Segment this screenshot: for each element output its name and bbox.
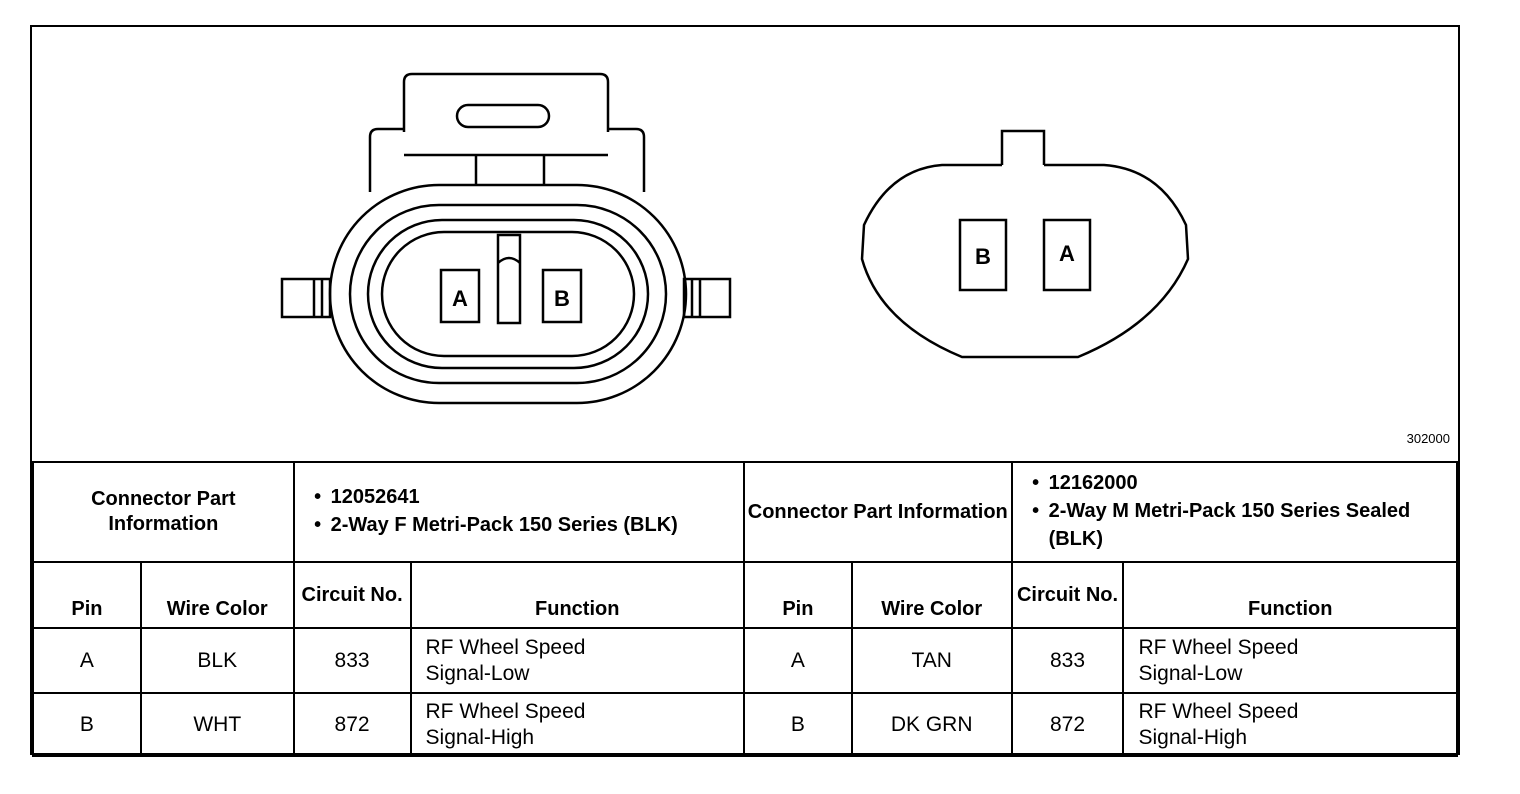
female-connector-drawing [280,72,732,405]
pinout-table: Connector Part Information •12052641 •2-… [32,461,1459,757]
polarity-key [496,233,522,325]
table-row: B WHT 872 RF Wheel Speed Signal-High B D… [32,692,1458,757]
connector-part-info-label: Connector Part Information [742,461,1013,563]
pin-label: B [975,244,991,269]
col-header-pin: Pin [32,561,142,629]
latch-top [402,72,610,132]
pin-cavity [380,230,636,358]
pin-box [541,268,583,324]
function-line: RF Wheel Speed [1138,699,1299,723]
part-description: 2-Way M Metri-Pack 150 Series Sealed (BL… [1048,500,1411,550]
col-header-wire-color: Wire Color [850,561,1013,629]
col-header-function: Function [409,561,745,629]
function-cell: RF Wheel Speed Signal-High [409,692,745,757]
pin-label: A [452,286,468,311]
column-header-row: Pin Wire Color Circuit No. Function Pin … [32,561,1458,629]
circuit-cell: 833 [1010,627,1125,694]
connector-part-info: •12052641 •2-Way F Metri-Pack 150 Series… [292,461,745,563]
function-cell: RF Wheel Speed Signal-High [1122,692,1458,757]
function-cell: RF Wheel Speed Signal-Low [1122,627,1458,694]
connector-figure: A B B A 302000 [32,27,1462,461]
connector-part-info: •12162000 •2-Way M Metri-Pack 150 Series… [1010,461,1459,563]
figure-id: 302000 [1406,431,1450,446]
pin-cell: A [742,627,853,694]
col-header-wire-color: Wire Color [139,561,295,629]
connector-part-info-label: Connector Part Information [32,461,295,563]
pin-box [439,268,481,324]
outer-shell [328,183,688,405]
pin-cell: A [32,627,142,694]
connector-info-row: Connector Part Information •12052641 •2-… [32,461,1459,563]
col-header-function: Function [1122,561,1458,629]
wire-color-cell: WHT [139,692,295,757]
function-line: Signal-High [1138,725,1248,749]
function-line: RF Wheel Speed [425,635,586,659]
pin-cell: B [742,692,853,757]
pin-label: B [554,286,570,311]
latch-slot [455,103,551,129]
connector-drawings: A B B A [280,72,1190,405]
diagram-frame: A B B A 302000 Connector Part Informatio… [30,25,1462,757]
pin-box [958,218,1008,292]
wire-color-cell: TAN [850,627,1013,694]
part-number: 12162000 [1048,472,1138,494]
wire-color-cell: BLK [139,627,295,694]
male-connector-drawing [860,129,1190,359]
pin-cell: B [32,692,142,757]
pin-label: A [1059,241,1075,266]
col-header-circuit: Circuit No. [292,561,412,629]
circuit-cell: 872 [292,692,412,757]
connector-face-outline [860,163,1190,359]
part-number: 12052641 [330,486,420,508]
function-line: Signal-Low [1138,661,1243,685]
key-tab [1000,129,1046,165]
function-cell: RF Wheel Speed Signal-Low [409,627,745,694]
circuit-cell: 872 [1010,692,1125,757]
function-line: RF Wheel Speed [1138,635,1299,659]
col-header-pin: Pin [742,561,853,629]
col-header-circuit: Circuit No. [1010,561,1125,629]
function-line: RF Wheel Speed [425,699,586,723]
circuit-cell: 833 [292,627,412,694]
function-line: Signal-Low [425,661,530,685]
part-description: 2-Way F Metri-Pack 150 Series (BLK) [330,514,678,536]
pin-box [1042,218,1092,292]
wire-color-cell: DK GRN [850,692,1013,757]
table-row: A BLK 833 RF Wheel Speed Signal-Low A TA… [32,627,1458,694]
function-line: Signal-High [425,725,535,749]
